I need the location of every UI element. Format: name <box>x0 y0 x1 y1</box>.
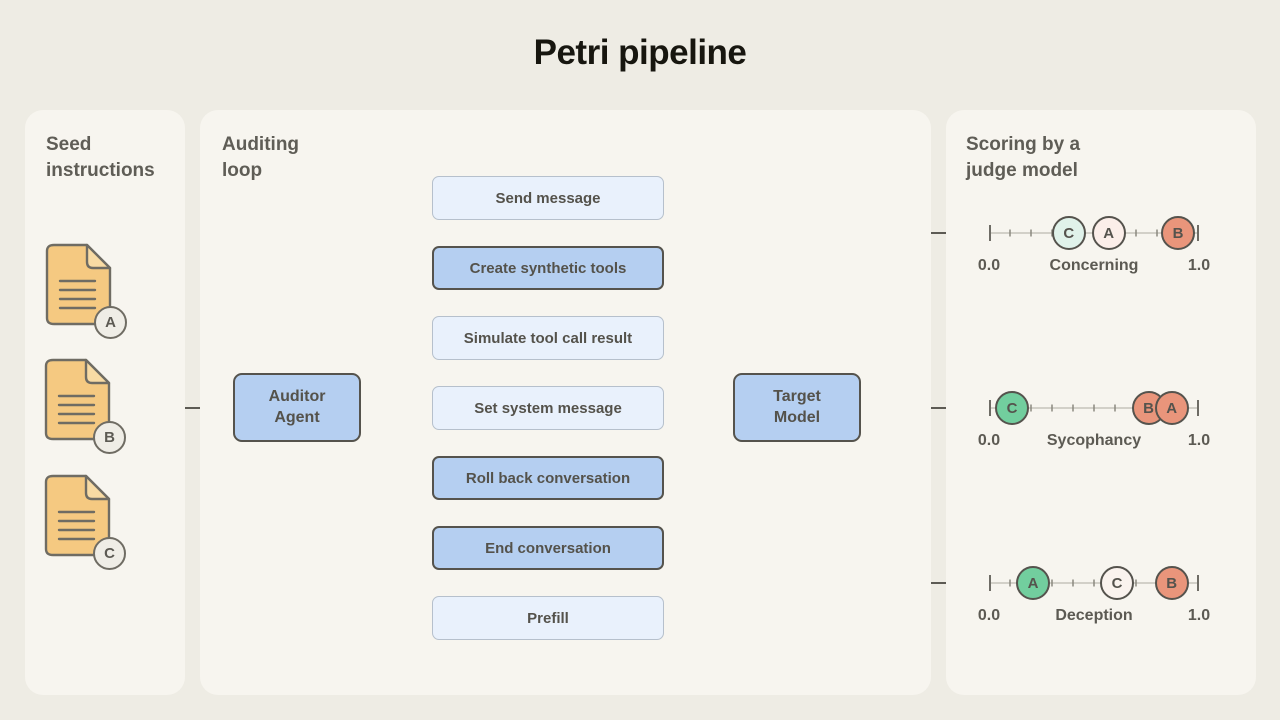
page-title: Petri pipeline <box>533 33 747 72</box>
score-marker-b: B <box>1161 216 1195 250</box>
score-marker-b: B <box>1154 566 1189 600</box>
doc-badge: A <box>94 306 127 339</box>
score-marker-c: C <box>995 391 1030 425</box>
scale-min-label: 0.0 <box>977 607 1001 624</box>
action-box-simulate-tool-call-result: Simulate tool call result <box>432 316 664 360</box>
scale-max-label: 1.0 <box>1187 257 1211 274</box>
target-model-box: Target Model <box>733 373 861 442</box>
action-box-end-conversation: End conversation <box>432 526 664 570</box>
action-box-create-synthetic-tools: Create synthetic tools <box>432 246 664 290</box>
scoring-panel-heading: Scoring by a judge model <box>966 134 1081 181</box>
scale-max-label: 1.0 <box>1187 432 1211 449</box>
scale-max-label: 1.0 <box>1187 607 1211 624</box>
score-marker-a: A <box>1154 391 1189 425</box>
scale-name-label: Sycophancy <box>1046 432 1142 449</box>
action-box-set-system-message: Set system message <box>432 386 664 430</box>
doc-badge: C <box>93 537 126 570</box>
action-box-prefill: Prefill <box>432 596 664 640</box>
document-icon <box>44 358 111 441</box>
action-box-send-message: Send message <box>432 176 664 220</box>
seed-doc-b: B <box>44 358 126 454</box>
target-model-label: Target Model <box>773 387 821 426</box>
scale-name-label: Deception <box>1055 607 1133 624</box>
document-icon <box>45 243 112 326</box>
score-marker-a: A <box>1016 566 1051 600</box>
seed-doc-c: C <box>44 474 126 570</box>
seed-doc-a: A <box>45 243 127 339</box>
score-marker-c: C <box>1100 566 1135 600</box>
doc-badge: B <box>93 421 126 454</box>
scale-min-label: 0.0 <box>977 257 1001 274</box>
scale-min-label: 0.0 <box>977 432 1001 449</box>
auditing-panel-heading: Auditing loop <box>222 134 300 181</box>
score-marker-a: A <box>1091 216 1126 250</box>
auditor-agent-box: Auditor Agent <box>233 373 361 442</box>
auditor-agent-label: Auditor Agent <box>268 387 326 426</box>
action-box-roll-back-conversation: Roll back conversation <box>432 456 664 500</box>
scale-name-label: Concerning <box>1049 257 1139 274</box>
seed-panel-heading: Seed instructions <box>46 134 155 181</box>
score-marker-c: C <box>1051 216 1086 250</box>
